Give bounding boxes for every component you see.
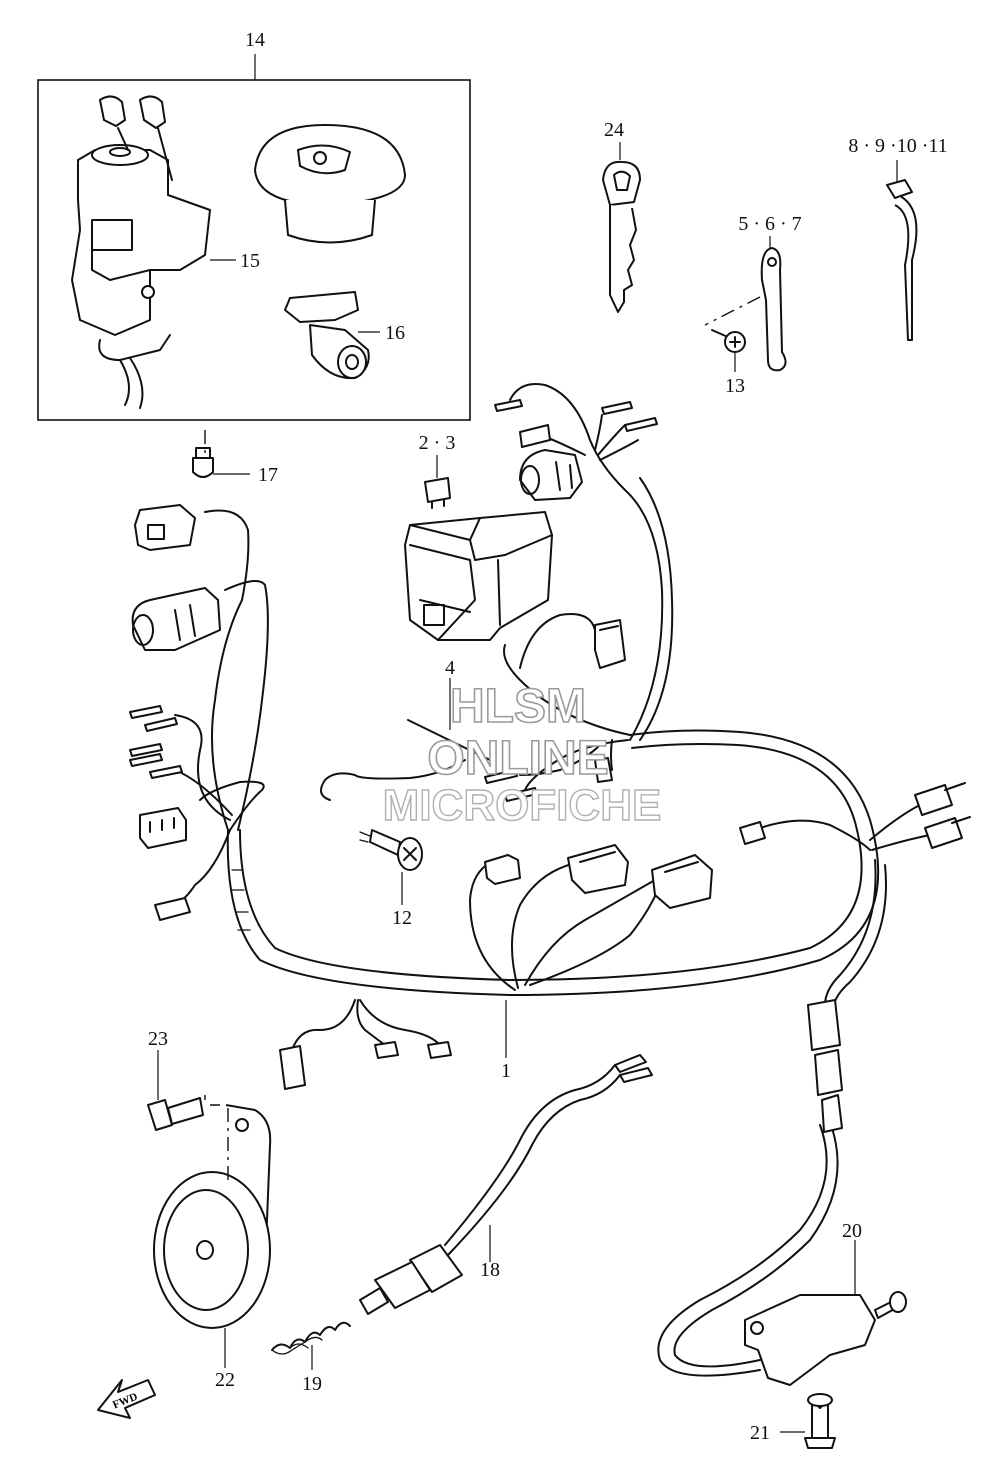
callout-8-11: 8 · 9 ·10 ·11 — [848, 135, 947, 157]
rear-brake-light-switch[interactable] — [359, 1054, 653, 1315]
lock-set-group — [37, 54, 471, 421]
callout-2-3: 2 · 3 — [419, 432, 456, 454]
callout-24: 24 — [604, 119, 624, 141]
forward-arrow-icon: FWD — [97, 1379, 156, 1419]
watermark-line-1: HLSM — [450, 680, 586, 733]
screw-17[interactable] — [192, 430, 250, 478]
callout-22: 22 — [215, 1369, 235, 1391]
callout-13: 13 — [725, 375, 745, 397]
callout-18: 18 — [480, 1259, 500, 1281]
ignition-switch[interactable] — [71, 95, 211, 409]
callout-15: 15 — [240, 250, 260, 272]
callout-14: 14 — [245, 29, 265, 51]
screw-12[interactable] — [359, 829, 423, 905]
bolt-23[interactable] — [147, 1050, 220, 1131]
bolt-21[interactable] — [780, 1393, 836, 1449]
callout-20: 20 — [842, 1220, 862, 1242]
callout-23: 23 — [148, 1028, 168, 1050]
wire-clamp[interactable] — [704, 236, 787, 372]
callout-1: 1 — [501, 1060, 511, 1082]
callout-19: 19 — [302, 1373, 322, 1395]
callout-12: 12 — [392, 907, 412, 929]
callout-labels: 14 15 16 17 24 8 · 9 ·10 ·11 5 · 6 · 7 1… — [148, 29, 948, 1444]
callout-5-7: 5 · 6 · 7 — [738, 213, 801, 235]
watermark-line-2: ONLINE — [427, 732, 608, 785]
fuel-cap-lock[interactable] — [254, 124, 406, 244]
main-wiring-harness[interactable] — [174, 383, 931, 1058]
callout-17: 17 — [258, 464, 278, 486]
harness-connectors — [129, 399, 971, 1096]
fuse[interactable] — [424, 455, 451, 509]
harness-clip-wire[interactable] — [320, 678, 491, 801]
side-stand-switch[interactable] — [657, 1094, 907, 1386]
callout-4: 4 — [445, 657, 455, 679]
horn[interactable] — [153, 1104, 272, 1368]
seat-lock-cylinder[interactable] — [284, 291, 370, 380]
screw-13[interactable] — [711, 329, 746, 372]
brake-switch-spring[interactable] — [271, 1321, 351, 1370]
watermark-line-3: MICROFICHE — [383, 781, 662, 830]
key-blank[interactable] — [602, 142, 641, 313]
cable-tie[interactable] — [886, 160, 918, 341]
callout-16: 16 — [385, 322, 405, 344]
watermark: HLSM ONLINE MICROFICHE — [382, 679, 662, 831]
callout-21: 21 — [750, 1422, 770, 1444]
junction-box[interactable] — [404, 511, 553, 641]
